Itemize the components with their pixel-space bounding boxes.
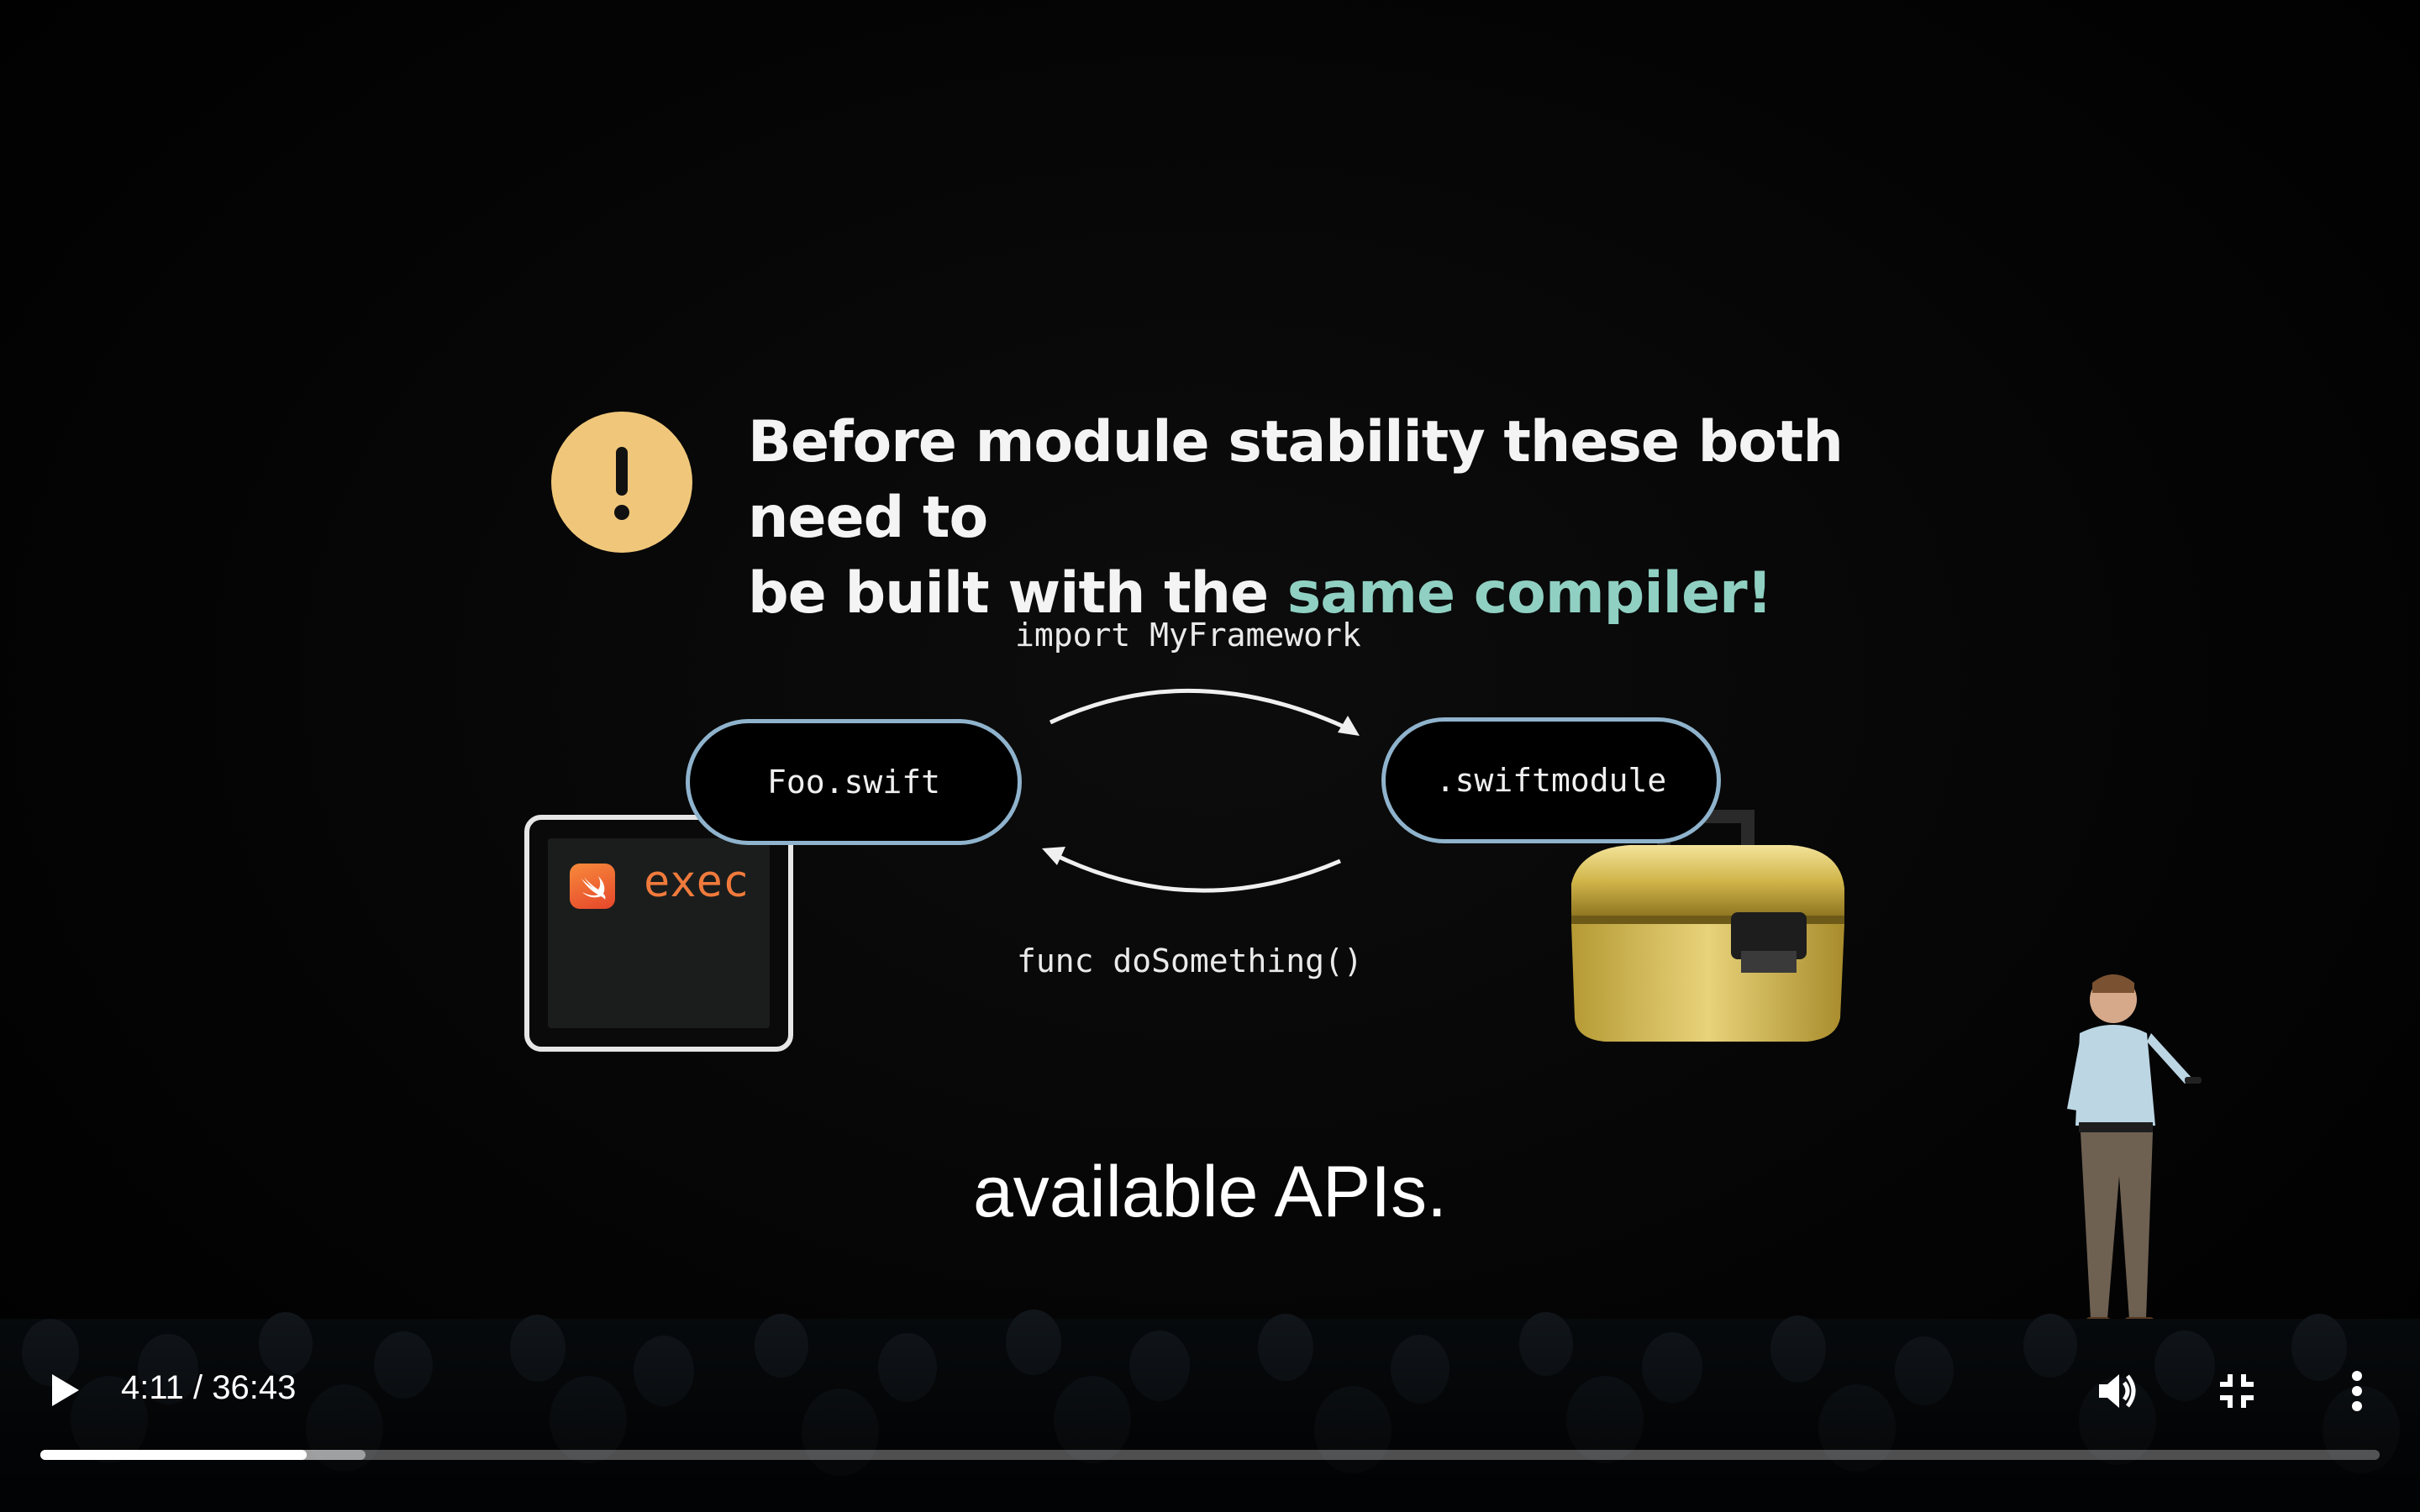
- arrow-bottom-head-icon: [1042, 847, 1065, 865]
- toolbox-icon: [1571, 810, 1844, 1042]
- more-vert-icon: [2352, 1371, 2362, 1411]
- time-separator: /: [183, 1369, 213, 1406]
- play-icon: [52, 1374, 79, 1406]
- exclamation-icon: [614, 447, 629, 520]
- exit-fullscreen-button[interactable]: [2217, 1371, 2257, 1411]
- slide-title-accent: same compiler!: [1286, 560, 1773, 627]
- exec-label: exec: [644, 857, 750, 907]
- progress-played: [40, 1450, 307, 1460]
- play-button[interactable]: [44, 1368, 84, 1413]
- exec-screen: exec: [548, 838, 770, 1028]
- slide-title-line2: be built with the: [748, 560, 1287, 627]
- exit-fullscreen-icon: [2220, 1374, 2254, 1408]
- slide-title: Before module stability these both need …: [748, 405, 2008, 632]
- foo-swift-node: Foo.swift: [686, 719, 1022, 845]
- swift-logo-icon: [570, 864, 615, 909]
- player-controls-shade: [0, 1310, 2420, 1512]
- import-label: import MyFramework: [1015, 617, 1361, 654]
- volume-button[interactable]: [2094, 1368, 2141, 1415]
- foo-swift-label: Foo.swift: [767, 764, 940, 801]
- func-label: func doSomething(): [1017, 942, 1363, 979]
- arrow-top-head-icon: [1338, 716, 1360, 736]
- more-options-button[interactable]: [2344, 1368, 2370, 1415]
- volume-icon: [2099, 1374, 2136, 1408]
- flow-arrows: [1042, 688, 1360, 893]
- arrow-bottom: [1049, 850, 1341, 893]
- duration: 36:43: [212, 1369, 297, 1406]
- slide-title-line1: Before module stability these both need …: [748, 409, 1844, 551]
- swiftmodule-label: .swiftmodule: [1435, 762, 1667, 799]
- subtitle-caption: available APIs.: [972, 1152, 1448, 1232]
- time-display: 4:11 / 36:43: [121, 1369, 296, 1407]
- arrow-top: [1049, 688, 1355, 733]
- swiftmodule-node: .swiftmodule: [1381, 717, 1721, 843]
- current-time: 4:11: [121, 1369, 184, 1406]
- exec-window: exec: [524, 815, 793, 1052]
- progress-bar[interactable]: [40, 1450, 2380, 1460]
- warning-badge-icon: [551, 412, 692, 553]
